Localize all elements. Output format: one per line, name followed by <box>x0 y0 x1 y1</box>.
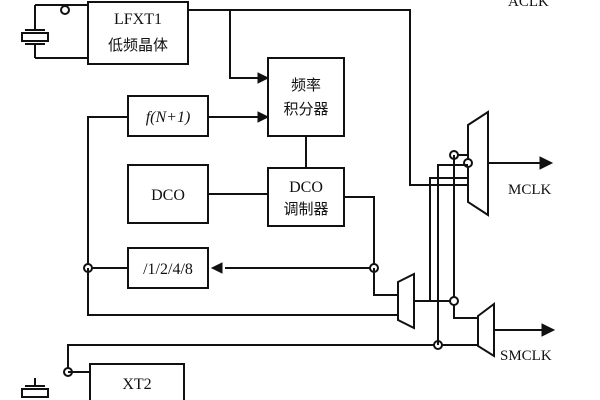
lfxt1-sublabel: 低频晶体 <box>108 36 168 54</box>
frequency-integrator-block: 频率 积分器 <box>267 57 345 137</box>
xt2-crystal-symbol <box>21 378 49 398</box>
clock-divider-block: /1/2/4/8 <box>127 247 209 289</box>
modulator-output-wire <box>344 196 375 268</box>
lfxt1-to-integrator-wire <box>188 9 260 79</box>
smclk-arrow <box>541 323 556 337</box>
lfxt1-crystal-symbol <box>21 4 88 59</box>
integrator-label-1: 频率 <box>291 76 321 94</box>
dco-to-mux-wire <box>373 268 398 296</box>
smclk-label: SMCLK <box>500 348 552 364</box>
feedback-loop-wire <box>87 116 128 268</box>
mclk-label: MCLK <box>508 182 552 198</box>
smclk-input-1 <box>453 155 478 319</box>
lfxt1-block: LFXT1 低频晶体 <box>87 1 189 65</box>
xt2-to-smclk-wire <box>67 344 478 370</box>
lfxt1-label: LFXT1 <box>114 11 162 28</box>
clock-divider-label: /1/2/4/8 <box>143 261 193 278</box>
mclk-mux <box>467 110 489 217</box>
divider-integrator-arrow <box>257 111 270 123</box>
dco-label: DCO <box>151 187 185 204</box>
lfxt1-integrator-arrow <box>257 72 270 84</box>
smclk-mux <box>477 302 495 358</box>
modulator-label-2: 调制器 <box>283 200 328 218</box>
dcoclk-wire <box>414 177 468 302</box>
modulator-label-1: DCO <box>289 179 323 196</box>
lfxt1-junction <box>60 5 70 15</box>
integrator-label-2: 积分器 <box>283 100 328 118</box>
xt2-block: XT2 <box>89 363 185 400</box>
smclk-junction <box>449 296 459 306</box>
mclk-arrow <box>539 156 554 170</box>
divider-input-arrow <box>210 262 223 274</box>
xt2-to-mclk-wire <box>437 164 468 345</box>
divider-to-mux-wire <box>87 268 398 316</box>
xt2-label: XT2 <box>122 376 151 393</box>
aclk-wire <box>188 9 440 186</box>
dco-block: DCO <box>127 164 209 224</box>
dco-modulator-block: DCO 调制器 <box>267 167 345 227</box>
dco-output-mux <box>397 272 415 330</box>
feedback-divider-block: f(N+1) <box>127 95 209 137</box>
feedback-divider-label: f(N+1) <box>146 109 191 126</box>
aclk-label: ACLK <box>508 0 549 10</box>
